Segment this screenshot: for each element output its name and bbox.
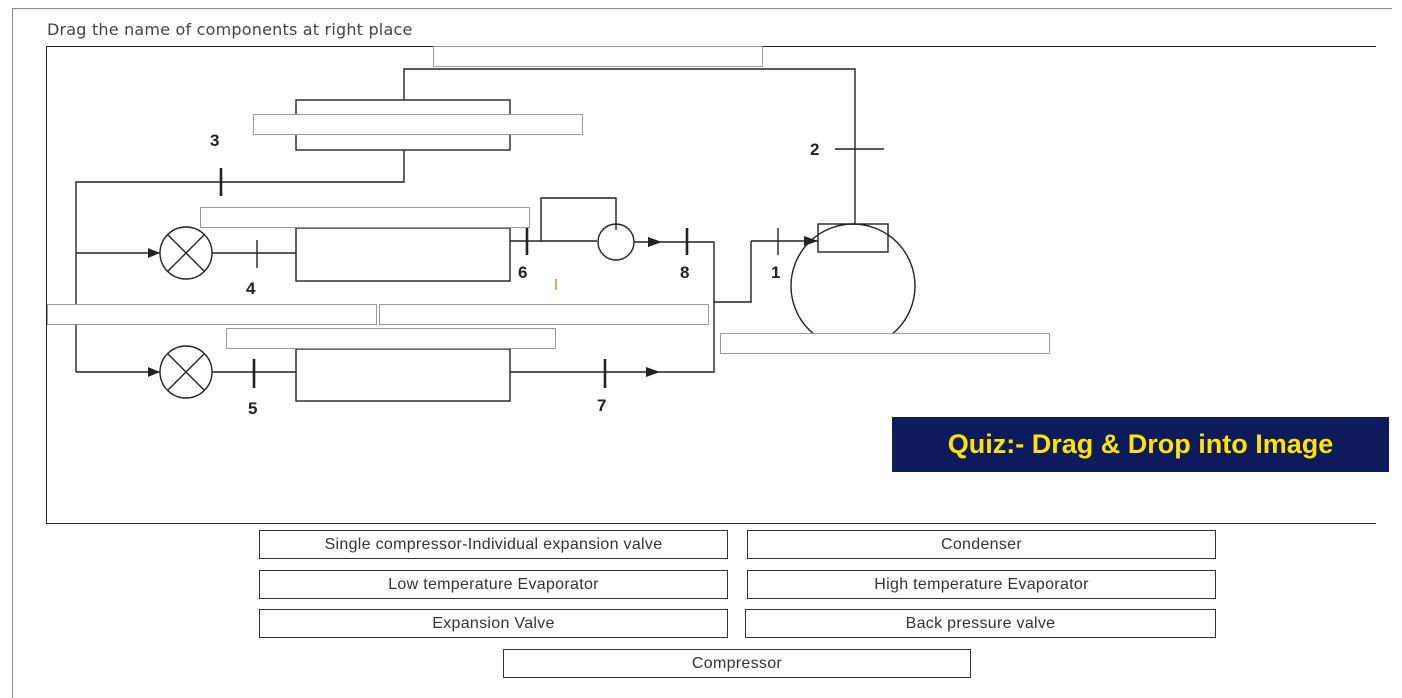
option-expansion-valve[interactable]: Expansion Valve [259,609,728,638]
drop-zone-low-temp-evaporator[interactable] [226,328,556,349]
state-point-1: 1 [771,263,780,282]
condenser-to-compressor-line [403,68,856,224]
frame-left-border [12,8,13,698]
state-point-5: 5 [248,399,257,418]
option-single-compressor-individual-expansion-valve[interactable]: Single compressor-Individual expansion v… [259,530,728,559]
drop-zone-compressor[interactable] [720,333,1050,354]
frame-top-border [12,8,1392,9]
option-compressor[interactable]: Compressor [503,649,971,678]
drop-zone-high-temp-evaporator[interactable] [200,207,530,228]
compressor-head [817,223,889,253]
state-point-6: 6 [518,263,527,282]
low-temp-evaporator-box [295,348,511,402]
option-low-temperature-evaporator[interactable]: Low temperature Evaporator [259,570,728,599]
state-point-2: 2 [810,140,819,159]
state-point-7: 7 [597,396,606,415]
quiz-banner: Quiz:- Drag & Drop into Image [892,417,1389,472]
option-high-temperature-evaporator[interactable]: High temperature Evaporator [747,570,1216,599]
instruction-text: Drag the name of components at right pla… [47,20,413,39]
drop-zone-back-pressure-valve[interactable] [379,304,709,325]
option-back-pressure-valve[interactable]: Back pressure valve [745,609,1216,638]
high-temp-evaporator-box [295,227,511,282]
back-pressure-bypass [540,197,617,241]
state-point-4: 4 [246,279,256,298]
drop-zone-expansion-valve[interactable] [47,304,377,325]
lower-evap-outlet [510,302,715,373]
condenser-outlet-line [75,150,405,372]
state-point-3: 3 [210,131,219,150]
upper-branch-to-junction [634,241,752,303]
drop-zone-top[interactable] [433,46,763,67]
drop-zone-condenser[interactable] [253,114,583,135]
option-condenser[interactable]: Condenser [747,530,1216,559]
state-point-8: 8 [680,263,689,282]
